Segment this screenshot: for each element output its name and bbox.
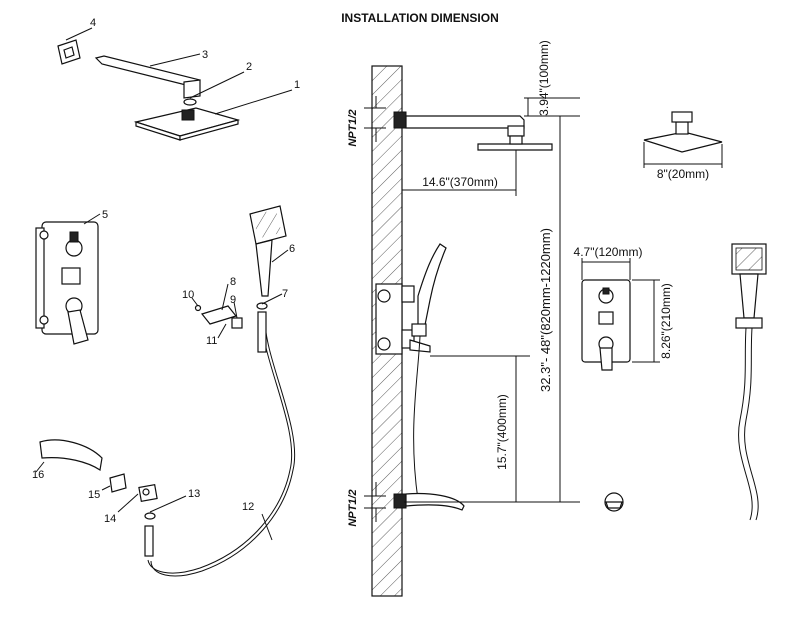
head-size-dim: 8"(20mm) [657, 167, 709, 181]
front-views: 8"(20mm) 4.7"(120mm) 8.26"(210mm) [574, 111, 767, 521]
part-number-9: 9 [230, 294, 236, 306]
part-number-12: 12 [242, 501, 254, 513]
part-number-14: 14 [104, 513, 116, 525]
part-number-16: 16 [32, 469, 44, 481]
holder-part [200, 305, 238, 325]
exploded-parts: 1 2 3 4 5 6 7 8 9 10 11 12 13 14 15 16 [32, 17, 300, 577]
diagram-title: INSTALLATION DIMENSION [341, 11, 499, 25]
valve-height-dim: 8.26"(210mm) [659, 283, 673, 359]
tub-spout-part [39, 439, 103, 472]
hose-part [147, 319, 293, 574]
total-height-dim: 32.3"- 48"(820mm-1220mm) [538, 228, 553, 392]
part-number-5: 5 [102, 209, 108, 221]
part-number-6: 6 [289, 243, 295, 255]
part-number-13: 13 [188, 488, 200, 500]
thread-label-bottom: NPT1/2 [347, 489, 359, 526]
part-number-7: 7 [282, 288, 288, 300]
part-number-8: 8 [230, 276, 236, 288]
wall-section: NPT1/2 NPT1/2 3.94"(100mm) 14.6"(370mm) … [347, 40, 580, 597]
thread-label-top: NPT1/2 [347, 109, 359, 146]
part-number-2: 2 [246, 61, 252, 73]
part-number-4: 4 [90, 17, 96, 29]
valve-width-dim: 4.7"(120mm) [574, 245, 643, 259]
arm-height-dim: 3.94"(100mm) [537, 40, 551, 116]
arm-length-dim: 14.6"(370mm) [422, 175, 498, 189]
part-number-11: 11 [206, 335, 217, 347]
part-number-15: 15 [88, 489, 100, 501]
spout-to-valve-dim: 15.7"(400mm) [495, 394, 509, 470]
part-number-3: 3 [202, 49, 208, 61]
part-number-1: 1 [294, 79, 300, 91]
part-number-10: 10 [182, 289, 194, 301]
